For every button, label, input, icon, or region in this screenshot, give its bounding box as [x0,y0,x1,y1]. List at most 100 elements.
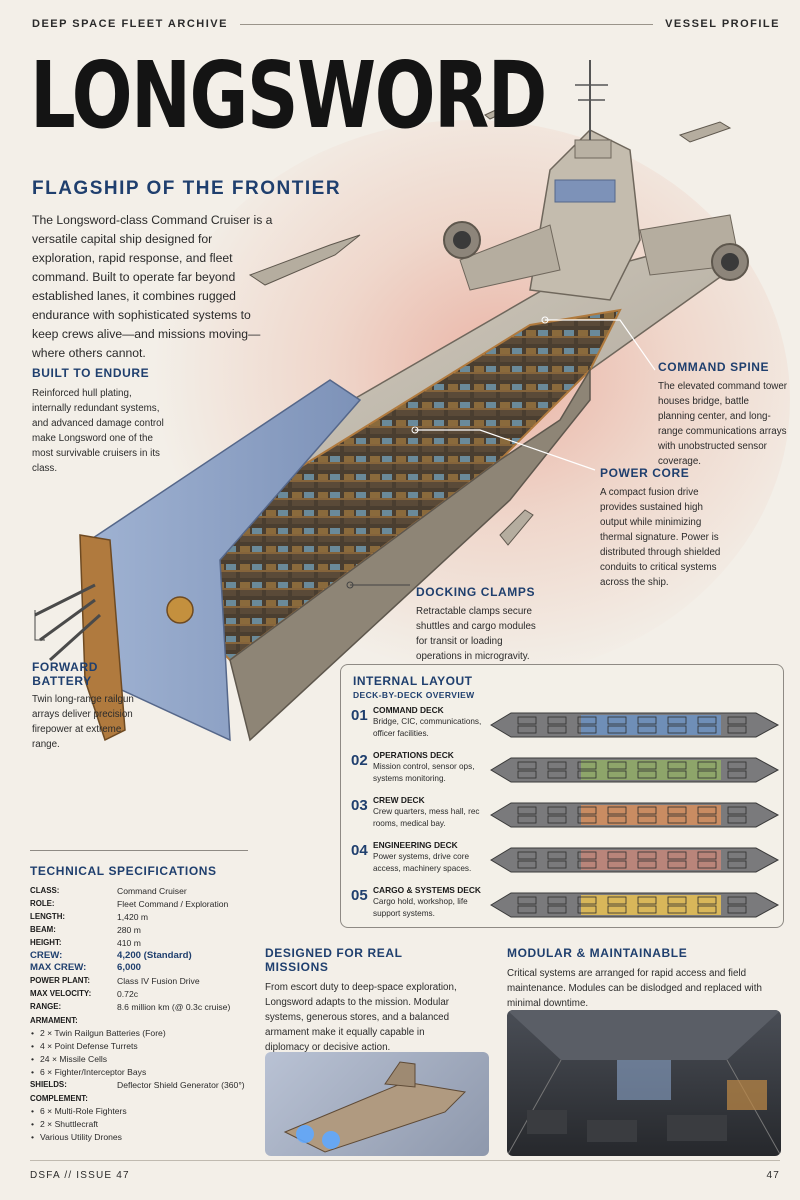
spec-row-shields: SHIELDS: Deflector Shield Generator (360… [30,1079,248,1092]
deck-name: CARGO & SYSTEMS DECK [373,885,481,895]
callout-built-to-endure: BUILT TO ENDURE Reinforced hull plating,… [32,366,172,476]
spec-row: POWER PLANT:Class IV Fusion Drive [30,975,248,988]
callout-docking-clamps: DOCKING CLAMPS Retractable clamps secure… [416,585,541,664]
spec-value: 4,200 (Standard) [117,949,192,961]
spec-key: BEAM: [30,924,56,934]
layout-title: INTERNAL LAYOUT [353,674,473,688]
spec-value: 280 m [117,924,141,935]
header-left: DEEP SPACE FLEET ARCHIVE [32,18,228,30]
callout-command-spine: COMMAND SPINE The elevated command tower… [658,360,788,469]
spec-value: Deflector Shield Generator (360°) [117,1080,245,1091]
spec-value: 6,000 [117,962,142,974]
callout-title-line2: BATTERY [32,674,92,688]
deck-number: 01 [351,707,368,724]
spec-bullet: 24 × Missile Cells [30,1053,248,1066]
spec-value: 8.6 million km (@ 0.3c cruise) [117,1002,231,1013]
spec-key: MAX CREW: [30,962,87,974]
deck-description: Cargo hold, workshop, life support syste… [373,897,468,918]
deck-number: 05 [351,887,368,904]
deck-plan-diagram [490,892,780,918]
spec-key: CREW: [30,949,63,961]
deck-name: CREW DECK [373,795,425,805]
hangar-image [507,1010,781,1156]
deck-row: 05 CARGO & SYSTEMS DECK Cargo hold, worksh… [351,885,780,931]
spec-key: MAX VELOCITY: [30,989,92,999]
issue-label: DSFA // ISSUE 47 [30,1170,130,1181]
intro-paragraph: The Longsword-class Command Cruiser is a… [32,213,273,360]
deck-number: 03 [351,797,368,814]
page-title: LONGSWORD [30,42,547,149]
callout-text: Reinforced hull plating, internally redu… [32,388,164,474]
layout-subtitle: DECK-BY-DECK OVERVIEW [353,690,475,700]
callout-title: POWER CORE [600,466,690,480]
callout-power-core: POWER CORE A compact fusion drive provid… [600,466,725,590]
section-title: DESIGNED FOR REAL MISSIONS [265,946,403,974]
header-rule [239,23,654,25]
deck-name: COMMAND DECK [373,705,444,715]
deck-name: OPERATIONS DECK [373,750,454,760]
spec-key: CLASS: [30,886,60,895]
spec-value: 1,420 m [117,911,149,922]
spec-row: HEIGHT: 410 m [30,937,248,950]
spec-row-max-crew: MAX CREW: 6,000 [30,962,248,975]
spec-bullet: 4 × Point Defense Turrets [30,1040,248,1053]
deck-plan-diagram [490,712,780,738]
spec-row: ROLE: Fleet Command / Exploration [30,898,248,911]
callout-title-line1: FORWARD [32,660,98,674]
spec-row: RANGE: 8.6 million km (@ 0.3c cruise) [30,1001,248,1014]
spec-bullet: Various Utility Drones [30,1131,248,1144]
spec-row: MAX VELOCITY: 0.72c [30,988,248,1001]
deck-description: Bridge, CIC, communications, officer fac… [373,717,482,738]
deck-description: Crew quarters, mess hall, rec rooms, med… [373,807,480,828]
spec-key: RANGE: [30,1002,62,1012]
spec-key: SHIELDS: [30,1080,67,1090]
callout-title: COMMAND SPINE [658,360,770,374]
callout-title: DOCKING CLAMPS [416,585,536,599]
spec-bullet: 2 × Shuttlecraft [30,1118,248,1131]
spec-row: BEAM: 280 m [30,924,248,937]
spec-value: Fleet Command / Exploration [117,898,229,909]
section-text: Critical systems are arranged for rapid … [507,968,762,1009]
spec-row-crew: CREW: 4,200 (Standard) [30,950,248,963]
spec-key: HEIGHT: [30,937,62,947]
page-subtitle: FLAGSHIP OF THE FRONTIER [32,178,342,199]
deck-row: 02 OPERATIONS DECK Mission control, sensor… [351,750,780,796]
deck-description: Mission control, sensor ops, systems mon… [373,762,475,783]
ship-illustration [34,60,749,742]
deck-plan-diagram [490,802,780,828]
spec-bullet: 6 × Multi-Role Fighters [30,1105,248,1118]
spec-value: 0.72c [117,989,139,1000]
footer-rule [30,1160,780,1161]
callout-forward-battery: FORWARD BATTERY Twin long-range railgun … [32,660,137,752]
deck-plan-diagram [490,757,780,783]
deck-row: 01 COMMAND DECK Bridge, CIC, communication… [351,705,780,751]
header-right: VESSEL PROFILE [665,18,780,30]
section-title: MODULAR & MAINTAINABLE [507,946,688,960]
deck-row: 03 CREW DECK Crew quarters, mess hall, rec… [351,795,780,841]
spec-bullet: 2 × Twin Railgun Batteries (Fore) [30,1027,248,1040]
deck-number: 02 [351,752,368,769]
deck-plan-diagram [490,847,780,873]
armament-label: ARMAMENT: [30,1016,78,1026]
callout-text: Twin long-range railgun arrays deliver p… [32,694,134,750]
spec-key: POWER PLANT: [30,976,91,986]
spec-bullet: 6 × Fighter/Interceptor Bays [30,1066,248,1079]
spec-value: Command Cruiser [117,886,187,896]
spec-value: 410 m [117,937,141,948]
specs-rule [30,850,248,851]
technical-specifications: TECHNICAL SPECIFICATIONS CLASS:Command C… [30,850,248,1144]
callout-title: BUILT TO ENDURE [32,366,150,380]
ship-render-image [283,1061,467,1153]
internal-layout-panel: INTERNAL LAYOUT DECK-BY-DECK OVERVIEW 01… [340,664,784,928]
deck-description: Power systems, drive core access, machin… [373,852,472,873]
spec-row: LENGTH: 1,420 m [30,911,248,924]
spec-key: LENGTH: [30,911,66,921]
callout-text: The elevated command tower houses bridge… [658,381,788,467]
callout-text: Retractable clamps secure shuttles and c… [416,606,536,662]
spec-key: ROLE: [30,898,55,908]
page-number: 47 [766,1170,780,1181]
spec-row: CLASS: Command Cruiser [30,885,248,898]
top-bar: DEEP SPACE FLEET ARCHIVE VESSEL PROFILE [32,14,780,34]
